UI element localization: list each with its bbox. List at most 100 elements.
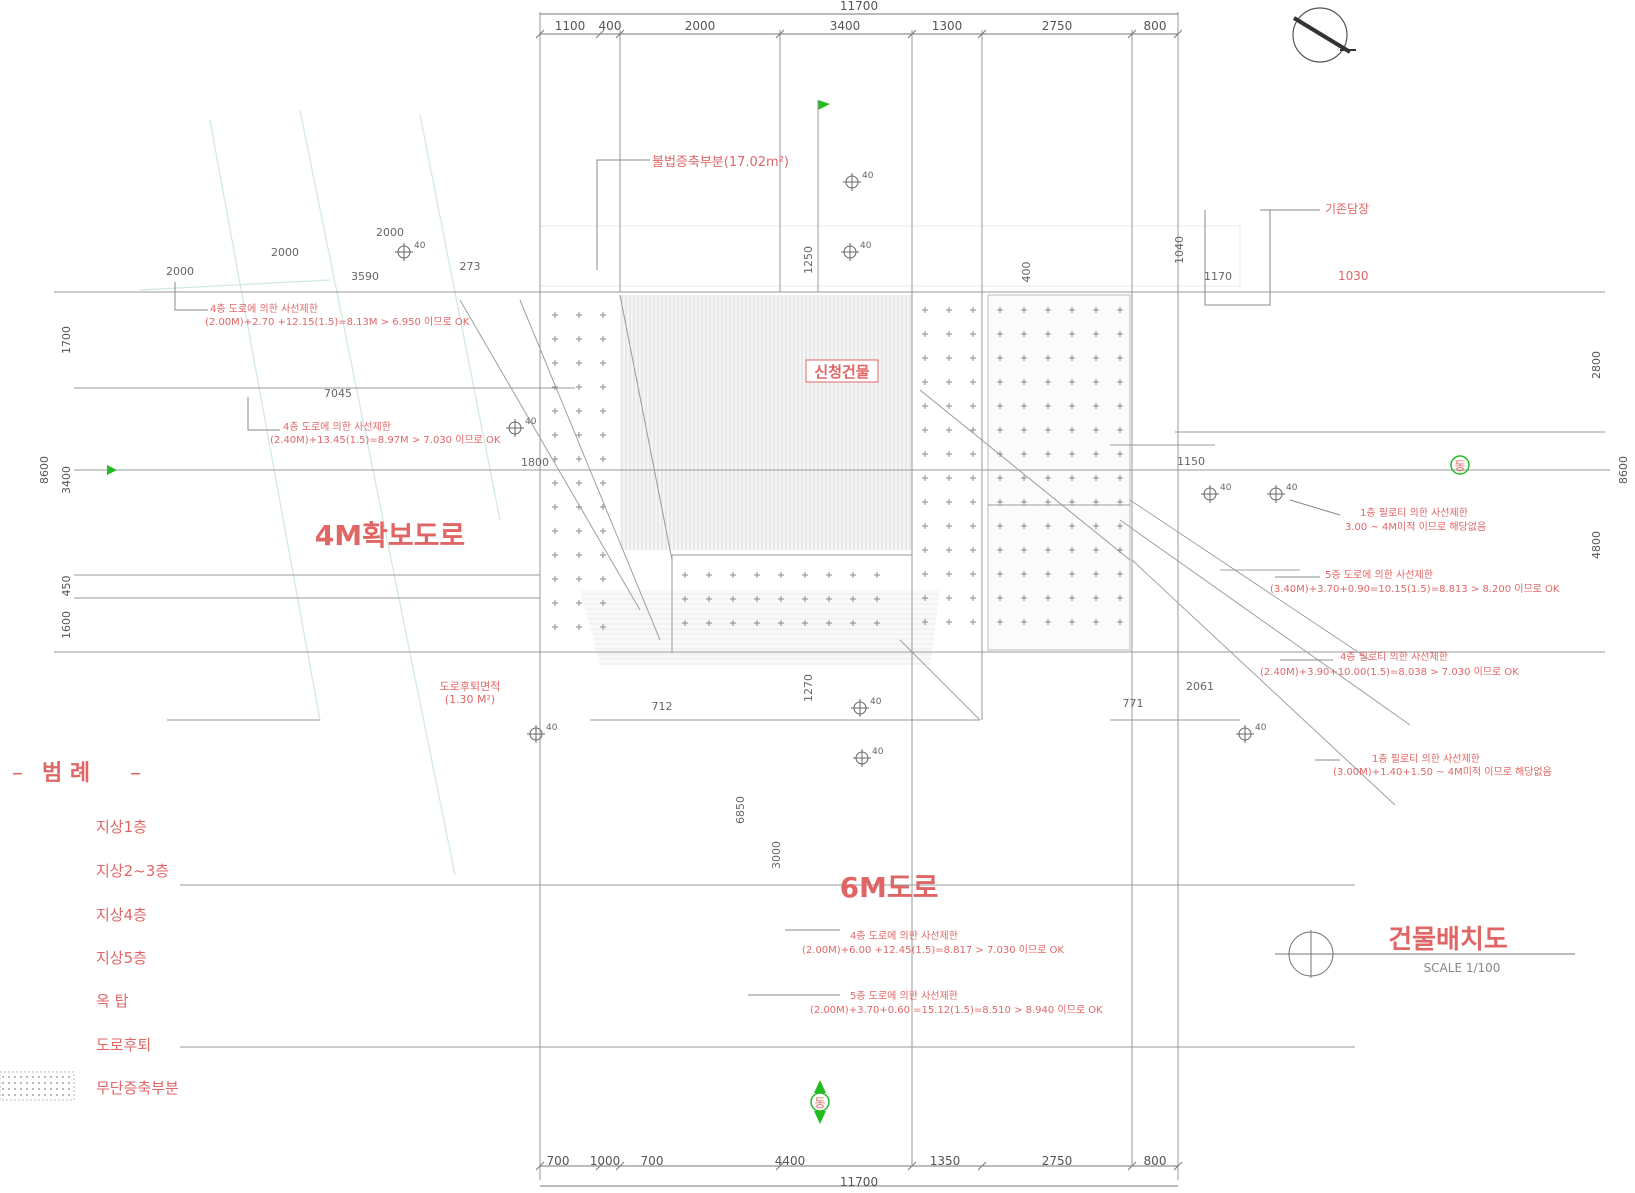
plus-mark: [552, 456, 558, 462]
note-5-line1: 4층 필로티 의한 사선제한: [1340, 651, 1448, 663]
plus-mark: [1117, 307, 1123, 313]
plus-mark: [922, 307, 928, 313]
plus-mark: [600, 480, 606, 486]
plus-mark: [970, 547, 976, 553]
plus-mark: [997, 523, 1003, 529]
dim-left-4: 1600: [60, 611, 73, 639]
plus-mark: [1093, 355, 1099, 361]
plus-mark: [946, 451, 952, 457]
note-6-line1: 1층 필로티 의한 사선제한: [1372, 753, 1480, 765]
plus-mark: [1021, 571, 1027, 577]
plus-mark: [1021, 427, 1027, 433]
axis-lines: [54, 12, 1610, 1180]
dim-top-seg-1: 1100: [555, 19, 586, 33]
note-2-line1: 4층 도로에 의한 사선제한: [283, 421, 391, 433]
plus-mark: [552, 552, 558, 558]
level-value: 40: [1220, 483, 1232, 493]
plus-mark: [552, 360, 558, 366]
plus-mark: [970, 451, 976, 457]
dim-top-seg-4: 3400: [830, 19, 861, 33]
dim-left-1: 1700: [60, 326, 73, 354]
dim-400: 400: [1020, 262, 1033, 283]
plus-mark: [1117, 619, 1123, 625]
legend: – 범 례 – 지상1층 지상2~3층 지상4층 지상5층 옥 탑 도로후퇴 무…: [12, 761, 179, 1097]
plus-mark: [1093, 307, 1099, 313]
road-6m-label: 6M도로: [840, 871, 939, 904]
plus-mark: [1045, 403, 1051, 409]
plus-mark: [576, 432, 582, 438]
plus-mark: [1093, 547, 1099, 553]
plus-mark: [1093, 427, 1099, 433]
dim-left-3: 450: [60, 576, 73, 597]
plus-mark: [778, 620, 784, 626]
plus-mark: [1117, 379, 1123, 385]
dim-bottom-seg-1: 700: [547, 1154, 570, 1168]
plus-mark: [600, 600, 606, 606]
level-marker: 40: [506, 417, 537, 437]
plus-mark: [682, 572, 688, 578]
plus-mark: [922, 547, 928, 553]
plus-mark: [1069, 547, 1075, 553]
level-value: 40: [862, 171, 874, 181]
plus-mark: [552, 336, 558, 342]
note-1-line2: (2.00M)+2.70 +12.15(1.5)=8.13M > 6.950 이…: [205, 316, 470, 328]
legend-item-5: 옥 탑: [96, 992, 129, 1010]
plus-mark: [802, 596, 808, 602]
plus-mark: [802, 620, 808, 626]
plus-mark: [600, 336, 606, 342]
plus-mark: [682, 620, 688, 626]
note-3-line2: 3.00 ~ 4M미적 이므로 해당없음: [1345, 520, 1486, 533]
plus-mark: [1069, 403, 1075, 409]
plus-mark: [850, 596, 856, 602]
dim-1040: 1040: [1173, 236, 1186, 264]
plus-mark: [1117, 355, 1123, 361]
plus-mark: [730, 596, 736, 602]
plus-mark: [922, 571, 928, 577]
plus-mark: [552, 576, 558, 582]
plus-mark: [1021, 331, 1027, 337]
plus-mark: [922, 595, 928, 601]
plus-mark: [1117, 571, 1123, 577]
plus-mark: [1045, 547, 1051, 553]
plus-mark: [1093, 595, 1099, 601]
level-marker: 40: [851, 697, 882, 717]
note-2-line2: (2.40M)+13.45(1.5)=8.97M > 7.030 이므로 OK: [270, 434, 501, 446]
note-6-line2: (3.00M)+1.40+1.50 ~ 4M미적 이므로 해당없음: [1333, 765, 1552, 778]
plus-mark: [1069, 427, 1075, 433]
level-marker: 40: [841, 241, 872, 261]
plus-mark: [730, 572, 736, 578]
plus-mark: [600, 552, 606, 558]
plus-mark: [1069, 307, 1075, 313]
note-8-line2: (2.00M)+3.70+0.60 =15.12(1.5)=8.510 > 8.…: [810, 1004, 1103, 1016]
plus-mark: [1093, 523, 1099, 529]
note-3-line1: 1층 필로티 의한 사선제한: [1360, 507, 1468, 519]
dimension-ticks: [535, 13, 1183, 1187]
plus-mark: [552, 600, 558, 606]
east-marker-circle: [1450, 455, 1470, 475]
new-building-label: 신청건물: [814, 363, 869, 381]
south-marker-text: 동: [814, 1096, 825, 1110]
plus-mark: [600, 312, 606, 318]
level-marker: 40: [395, 241, 426, 261]
north-arrow: [1292, 7, 1356, 63]
plus-mark: [946, 475, 952, 481]
plus-mark: [1093, 499, 1099, 505]
dim-top-seg-7: 800: [1144, 19, 1167, 33]
plus-mark: [997, 427, 1003, 433]
plus-mark: [1117, 499, 1123, 505]
plus-mark: [826, 620, 832, 626]
plus-mark: [1069, 619, 1075, 625]
plus-mark: [946, 571, 952, 577]
plus-mark: [1093, 451, 1099, 457]
dim-bottom-seg-5: 1350: [930, 1154, 961, 1168]
plus-mark: [874, 596, 880, 602]
drawing-scale: SCALE 1/100: [1424, 961, 1501, 975]
dim-1270: 1270: [802, 674, 815, 702]
plus-mark: [946, 595, 952, 601]
plus-mark: [997, 547, 1003, 553]
plus-mark: [576, 624, 582, 630]
note-5-line2: (2.40M)+3.90+10.00(1.5)=8.038 > 7.030 이므…: [1260, 666, 1519, 678]
illegal-extension-label: 불법증축부분(17.02m²): [652, 155, 789, 170]
plus-mark: [552, 432, 558, 438]
plus-mark: [576, 384, 582, 390]
